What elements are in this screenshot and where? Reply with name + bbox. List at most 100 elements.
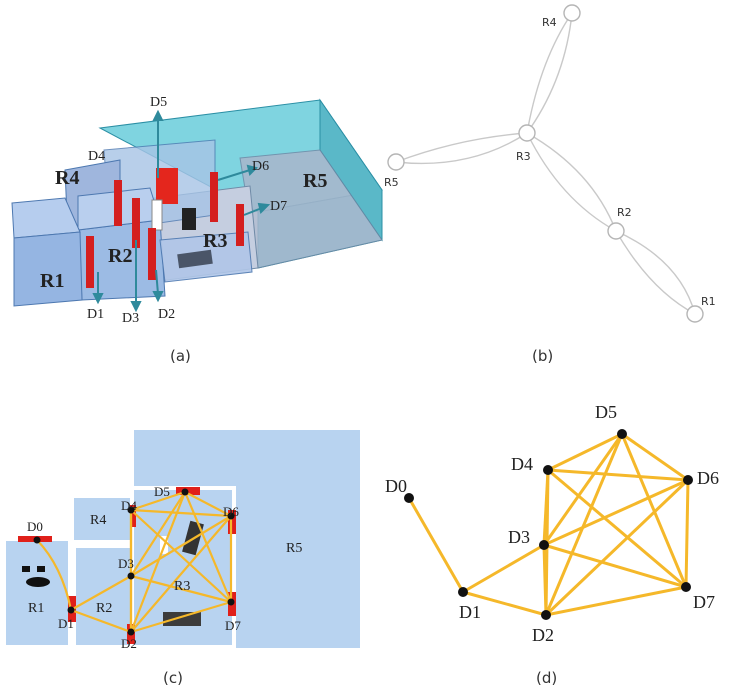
- fp-label-d3: D3: [118, 556, 134, 571]
- room-graph-nodes: [387, 4, 704, 323]
- fp-label-r3: R3: [174, 579, 190, 594]
- node-r5: [387, 153, 405, 171]
- label-d1-3d: D1: [87, 307, 104, 322]
- node-r2: [607, 222, 625, 240]
- label-r2-graph: R2: [617, 206, 632, 219]
- r3-gray-table: [163, 612, 201, 626]
- room-graph-edges: [395, 12, 696, 315]
- label-r2-3d: R2: [108, 245, 132, 267]
- dg-label-d6: D6: [697, 468, 719, 488]
- caption-b: (b): [532, 347, 553, 365]
- fp-node-d2: [127, 628, 135, 636]
- arrow-d3-head: [130, 301, 142, 313]
- dg-edge-d3-d5: [542, 433, 624, 546]
- door-d6-3d: [210, 172, 218, 222]
- fp-edge-d5-d2: [129, 491, 187, 633]
- fp-label-d2: D2: [121, 636, 137, 651]
- fp-edge-d5-d7: [183, 491, 233, 603]
- label-d7-3d: D7: [270, 199, 287, 214]
- edge-r3-r2-b: [526, 132, 617, 232]
- label-d6-3d: D6: [252, 159, 269, 174]
- fp-edge-d4-d6: [130, 508, 232, 518]
- room-r4: [74, 498, 130, 540]
- caption-a: (a): [170, 347, 191, 365]
- label-r4-3d: R4: [55, 167, 79, 189]
- fp-edge-d4-d7: [130, 509, 232, 603]
- arrow-d1-head: [92, 293, 104, 305]
- fp-node-d4: [127, 506, 135, 514]
- fp-node-d7: [227, 598, 235, 606]
- fp-edge-d4-d5: [130, 490, 186, 512]
- dg-edge-d4-d6: [547, 468, 689, 482]
- dg-label-d1: D1: [459, 602, 481, 622]
- dg-edge-d3-d7: [543, 543, 687, 589]
- panel-d-door-graph: D0 D1 D2 D3 D4 D5 D6 D7: [385, 402, 719, 645]
- dg-edge-d1-d3: [462, 543, 545, 594]
- dg-edge-d4-d5: [547, 432, 623, 472]
- dg-label-d7: D7: [693, 592, 715, 612]
- panel-b-room-graph: R1 R2 R3 R4 R5: [384, 4, 716, 323]
- fp-edge-d1-d3: [70, 575, 132, 611]
- fp-label-d1: D1: [58, 616, 74, 631]
- fp-label-r1: R1: [28, 601, 44, 616]
- dg-edge-d2-d5: [544, 433, 624, 616]
- dg-edge-d2-d6: [544, 478, 690, 617]
- edge-r2-r1-a: [615, 230, 696, 315]
- fp-edge-d7-d3: [130, 574, 232, 604]
- dg-node-d7: [681, 582, 691, 592]
- edge-r3-r4-b: [526, 12, 573, 134]
- arrow-d5-head: [152, 109, 164, 121]
- room-r1: [6, 541, 68, 645]
- edge-r3-r5-b: [395, 132, 528, 165]
- dg-label-d0: D0: [385, 476, 407, 496]
- fp-label-r2: R2: [96, 601, 112, 616]
- red-cabinet: [156, 168, 178, 204]
- node-r1: [686, 305, 704, 323]
- label-d5-3d: D5: [150, 95, 167, 110]
- fp-label-d0: D0: [27, 519, 43, 534]
- label-r5-3d: R5: [303, 170, 327, 192]
- arrow-d6: [217, 169, 251, 181]
- dg-node-d6: [683, 475, 693, 485]
- arrow-d7-head: [257, 202, 271, 214]
- floorplan-graph-edges: [36, 490, 233, 634]
- label-d3-3d: D3: [122, 311, 139, 326]
- arrow-d6-head: [246, 164, 258, 176]
- room-r5-main: [236, 486, 360, 648]
- dg-label-d4: D4: [511, 454, 533, 474]
- dg-node-d0: [404, 493, 414, 503]
- fp-edge-d5-d6: [184, 491, 232, 517]
- fp-node-d3: [127, 572, 135, 580]
- dg-edge-d3-d4: [542, 469, 550, 546]
- fp-label-d4: D4: [121, 498, 137, 513]
- door-d4-3d: [114, 180, 122, 226]
- label-r4-graph: R4: [542, 16, 557, 29]
- door-d7-3d: [236, 204, 244, 246]
- dg-label-d3: D3: [508, 527, 530, 547]
- fp-node-d5: [181, 488, 189, 496]
- caption-d: (d): [536, 669, 557, 687]
- dg-node-d2: [541, 610, 551, 620]
- label-r5-graph: R5: [384, 176, 399, 189]
- door-arrows: [92, 109, 271, 313]
- label-r3-3d: R3: [203, 230, 227, 252]
- caption-c: (c): [163, 669, 183, 687]
- dg-node-d5: [617, 429, 627, 439]
- dg-edge-d3-d6: [543, 478, 689, 547]
- fp-edge-d6-d3: [130, 515, 232, 577]
- node-r4: [563, 4, 581, 22]
- fp-label-d6: D6: [223, 504, 239, 519]
- dg-label-d5: D5: [595, 402, 617, 422]
- label-r1-3d: R1: [40, 270, 64, 292]
- label-d2-3d: D2: [158, 307, 175, 322]
- r1-front: [13, 231, 83, 307]
- black-box: [182, 208, 196, 230]
- dg-edge-d1-d2: [462, 590, 547, 617]
- edge-r3-r4-a: [526, 12, 573, 134]
- node-r3: [518, 124, 536, 142]
- fp-label-r4: R4: [90, 513, 106, 528]
- door-d2-3d: [148, 228, 156, 280]
- edge-r3-r5-a: [395, 132, 528, 163]
- dg-edge-d6-d7: [684, 479, 690, 588]
